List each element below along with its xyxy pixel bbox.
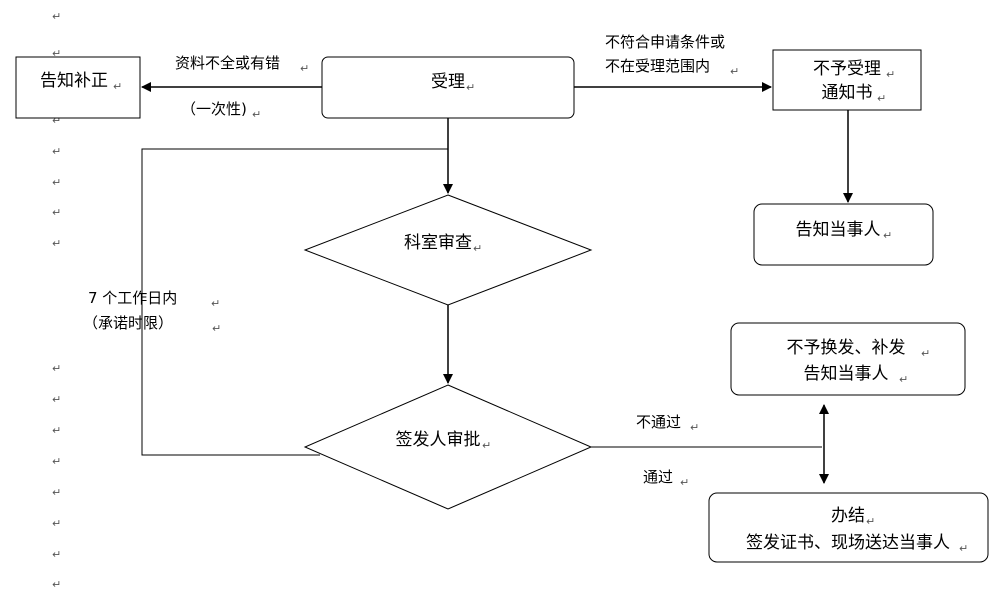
return-mark: ↵ [690, 421, 699, 434]
return-mark: ↵ [866, 515, 875, 528]
label-incomplete: 资料不全或有错 [175, 54, 280, 72]
edge-labels: 资料不全或有错 ↵ （一次性) ↵ 不符合申请条件或 不在受理范围内 ↵ 7 个… [83, 33, 739, 489]
node-reject-notice: 不予受理 ↵ 通知书 ↵ [772, 49, 922, 111]
return-mark: ↵ [212, 322, 221, 335]
label-time-limit-line1: 7 个工作日内 [88, 289, 177, 307]
node-label-line2: 告知当事人 [804, 364, 889, 384]
node-accept: 受理 ↵ [321, 56, 575, 119]
return-mark: ↵ [252, 108, 261, 121]
node-label: 受理 [431, 72, 465, 92]
node-label-line1: 办结 [831, 506, 865, 526]
return-mark: ↵ [886, 68, 895, 81]
node-label: 告知补正 [40, 71, 108, 91]
label-not-eligible-line2: 不在受理范围内 [605, 57, 710, 75]
label-pass: 通过 [643, 468, 673, 486]
node-label: 科室审查 [404, 233, 472, 253]
node-label-line2: 签发证书、现场送达当事人 [746, 533, 950, 553]
node-label: 签发人审批 [396, 430, 481, 450]
node-notify-correct: 告知补正 ↵ [15, 56, 141, 119]
margin-mark: ↵ [52, 237, 61, 250]
margin-mark: ↵ [52, 176, 61, 189]
return-mark: ↵ [482, 439, 491, 452]
return-mark: ↵ [883, 229, 892, 242]
return-mark: ↵ [959, 542, 968, 555]
margin-mark: ↵ [52, 362, 61, 375]
return-mark: ↵ [473, 242, 482, 255]
node-signer-approve: 签发人审批 ↵ [303, 384, 593, 510]
node-section-review: 科室审查 ↵ [303, 194, 593, 306]
return-mark: ↵ [466, 81, 475, 94]
return-mark: ↵ [877, 92, 886, 105]
node-label-line2: 通知书 [822, 83, 873, 103]
node-notify-party: 告知当事人 ↵ [753, 203, 934, 266]
label-time-limit-line2: （承诺时限） [83, 314, 173, 332]
label-not-pass: 不通过 [636, 413, 681, 431]
return-mark: ↵ [730, 65, 739, 78]
margin-mark: ↵ [52, 206, 61, 219]
time-limit-bracket [141, 148, 448, 456]
margin-mark: ↵ [52, 114, 61, 127]
margin-mark: ↵ [52, 145, 61, 158]
label-once: （一次性) [181, 100, 247, 118]
return-mark: ↵ [211, 297, 220, 310]
margin-mark: ↵ [52, 548, 61, 561]
label-not-eligible-line1: 不符合申请条件或 [605, 33, 725, 51]
node-label-line1: 不予受理 [813, 59, 881, 79]
node-label: 告知当事人 [796, 220, 881, 240]
return-mark: ↵ [899, 373, 908, 386]
margin-mark: ↵ [52, 486, 61, 499]
margin-mark: ↵ [52, 424, 61, 437]
return-mark: ↵ [680, 476, 689, 489]
node-label-line1: 不予换发、补发 [787, 338, 906, 358]
margin-mark: ↵ [52, 47, 61, 60]
margin-mark: ↵ [52, 578, 61, 590]
margin-mark: ↵ [52, 10, 61, 23]
connectors [141, 82, 853, 484]
node-complete: 办结 ↵ 签发证书、现场送达当事人 ↵ [708, 492, 989, 563]
return-mark: ↵ [921, 347, 930, 360]
margin-mark: ↵ [52, 455, 61, 468]
margin-mark: ↵ [52, 393, 61, 406]
margin-mark: ↵ [52, 517, 61, 530]
return-mark: ↵ [113, 80, 122, 93]
node-no-replace: 不予换发、补发 ↵ 告知当事人 ↵ [730, 322, 966, 396]
return-mark: ↵ [300, 62, 309, 75]
